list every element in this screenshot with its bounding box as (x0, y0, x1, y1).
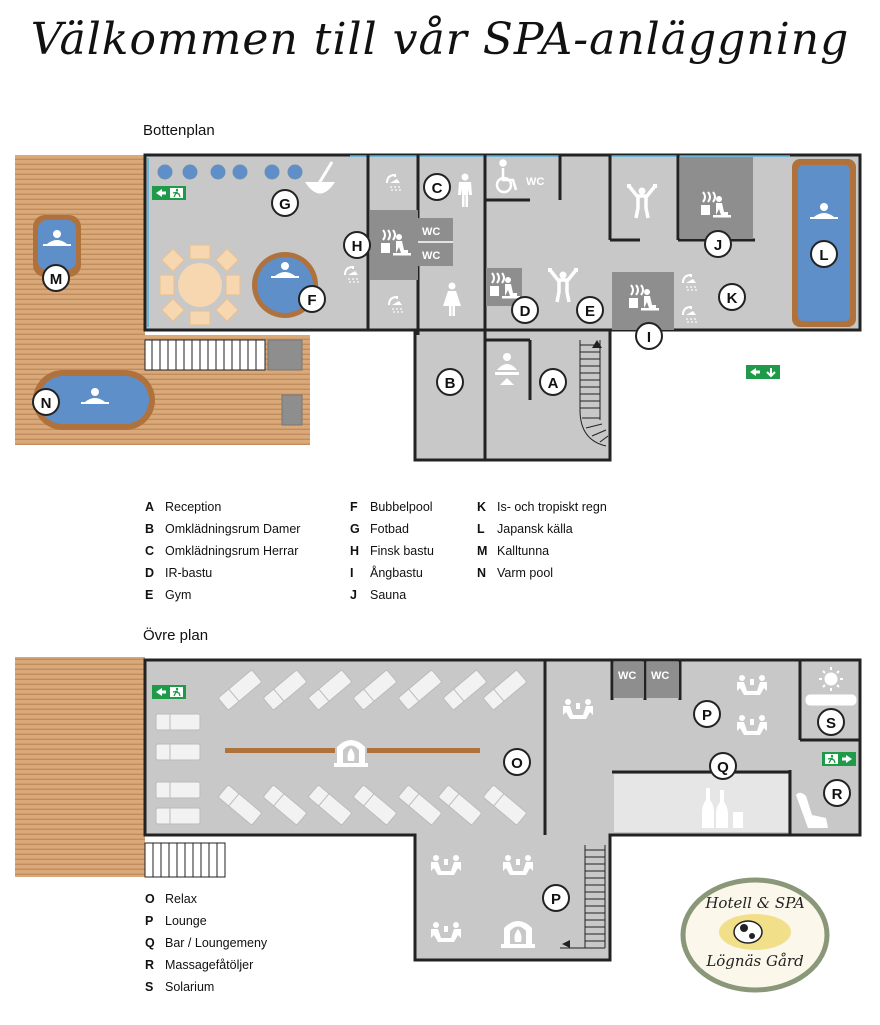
cow-icon (733, 920, 763, 944)
svg-text:P: P (702, 707, 712, 724)
svg-text:S: S (826, 715, 836, 732)
upper-floor-heading: Övre plan (143, 627, 209, 644)
exit-sign-icon (762, 365, 780, 379)
bar-counter (614, 774, 788, 832)
room-labels-ground: G C H F M N D E I J K L B A (32, 173, 838, 416)
hotel-logo: Hotell & SPA Lögnäs Gård (680, 877, 830, 993)
deck-loungers (267, 339, 303, 426)
deck-upper (15, 657, 145, 877)
page-title: Välkommen till vår SPA-anläggning (30, 14, 850, 65)
svg-text:C: C (432, 180, 443, 197)
wc-label: WC (618, 670, 636, 682)
steam-room (612, 272, 674, 330)
logo-line-2: Lögnäs Gård (705, 952, 803, 970)
ground-floor-heading: Bottenplan (143, 122, 215, 139)
svg-text:I: I (647, 329, 651, 346)
wc-label: WC (651, 670, 669, 682)
svg-text:K: K (727, 290, 738, 307)
svg-text:B: B (445, 375, 456, 392)
foot-bath-row (157, 164, 303, 180)
svg-text:F: F (307, 292, 316, 309)
wheelchair-icon (495, 159, 518, 194)
room-labels-upper: O P Q S R P (503, 700, 851, 912)
staircase-upper (560, 845, 606, 949)
svg-text:A: A (548, 375, 559, 392)
deck-stairs-upper (144, 842, 226, 878)
svg-text:R: R (832, 786, 843, 803)
sun-icon (805, 667, 857, 706)
massage-chair-icon (796, 792, 828, 828)
wc-label: WC (422, 250, 440, 262)
svg-text:P: P (551, 891, 561, 908)
svg-text:M: M (50, 271, 63, 288)
wc-room-upper (647, 662, 679, 698)
bottle-icon (702, 788, 743, 828)
wc-label: WC (526, 176, 544, 188)
svg-text:O: O (511, 755, 523, 772)
svg-text:D: D (520, 303, 531, 320)
svg-text:E: E (585, 303, 595, 320)
exit-sign-icon (151, 684, 187, 700)
reception-icon (495, 353, 519, 385)
svg-text:L: L (819, 247, 828, 264)
svg-text:N: N (41, 395, 52, 412)
wc-room-upper (614, 662, 644, 698)
exit-sign-icon (821, 751, 857, 767)
bowl-icon (305, 182, 335, 194)
finnish-sauna-room (370, 210, 418, 280)
svg-text:H: H (352, 238, 363, 255)
deck-stairs (144, 339, 266, 371)
svg-text:J: J (714, 237, 722, 254)
logo-line-1: Hotell & SPA (704, 894, 804, 912)
exit-sign-icon (151, 185, 187, 201)
dining-table (159, 244, 241, 326)
svg-text:Q: Q (717, 759, 729, 776)
wc-label: WC (422, 226, 440, 238)
svg-text:G: G (279, 196, 291, 213)
